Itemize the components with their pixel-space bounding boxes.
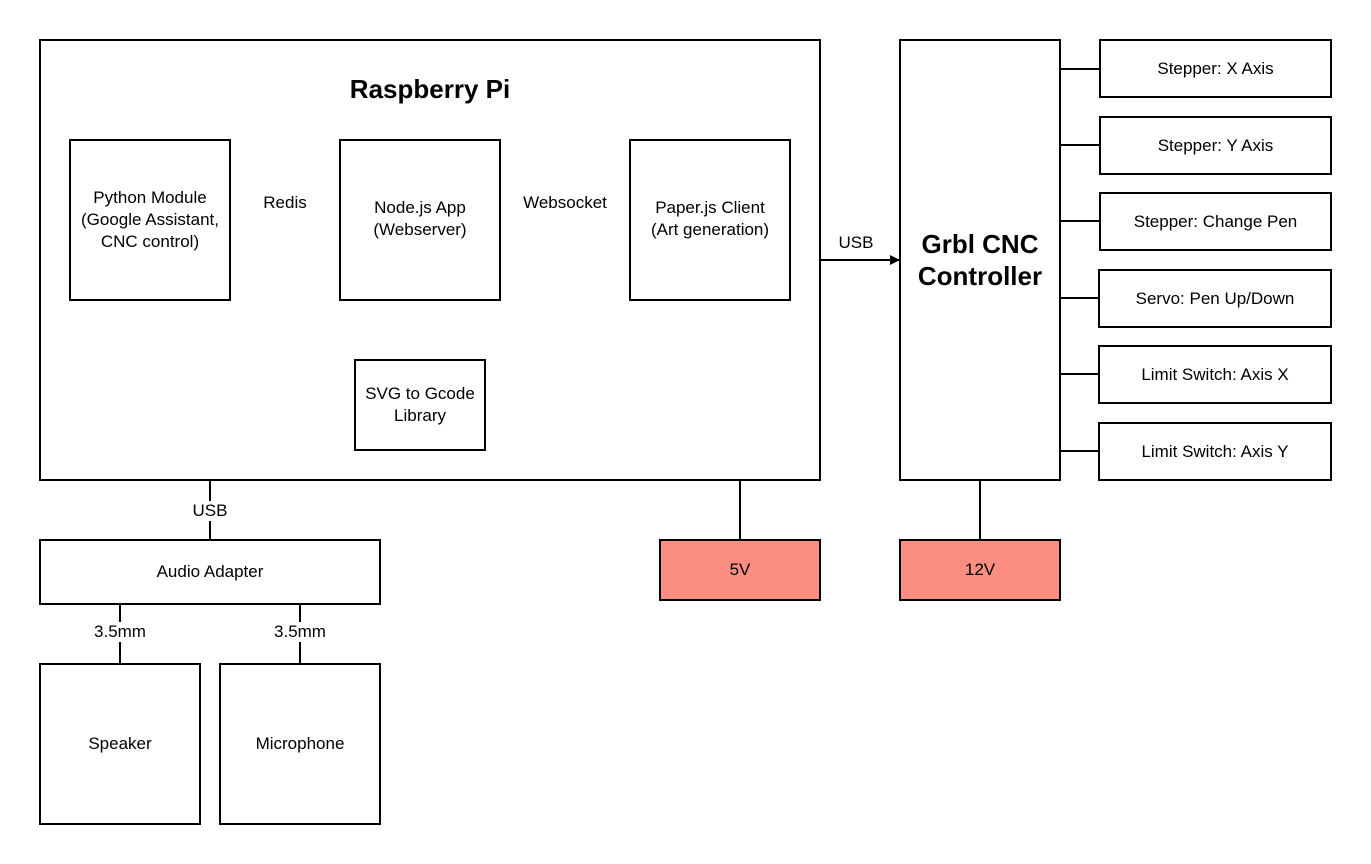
speaker-jack-label: 3.5mm [86,622,154,642]
microphone-box: Microphone [219,663,381,825]
grbl-cnc-controller-box: Grbl CNC Controller [899,39,1061,481]
servo-pen-box: Servo: Pen Up/Down [1098,269,1332,328]
audio-adapter-box: Audio Adapter [39,539,381,605]
usb-audio-label: USB [185,501,235,521]
mic-jack-label: 3.5mm [266,622,334,642]
stepper-change-pen-box: Stepper: Change Pen [1099,192,1332,251]
raspberry-pi-title: Raspberry Pi [349,74,511,104]
python-module-box: Python Module (Google Assistant, CNC con… [69,139,231,301]
redis-label: Redis [255,193,315,213]
power-12v-box: 12V [899,539,1061,601]
websocket-label: Websocket [515,193,615,213]
stepper-y-axis-box: Stepper: Y Axis [1099,116,1332,175]
limit-switch-y-box: Limit Switch: Axis Y [1098,422,1332,481]
limit-switch-x-box: Limit Switch: Axis X [1098,345,1332,404]
power-5v-box: 5V [659,539,821,601]
paperjs-client-box: Paper.js Client (Art generation) [629,139,791,301]
svg-gcode-library-box: SVG to Gcode Library [354,359,486,451]
nodejs-app-box: Node.js App (Webserver) [339,139,501,301]
usb-grbl-label: USB [838,233,874,252]
stepper-x-axis-box: Stepper: X Axis [1099,39,1332,98]
speaker-box: Speaker [39,663,201,825]
